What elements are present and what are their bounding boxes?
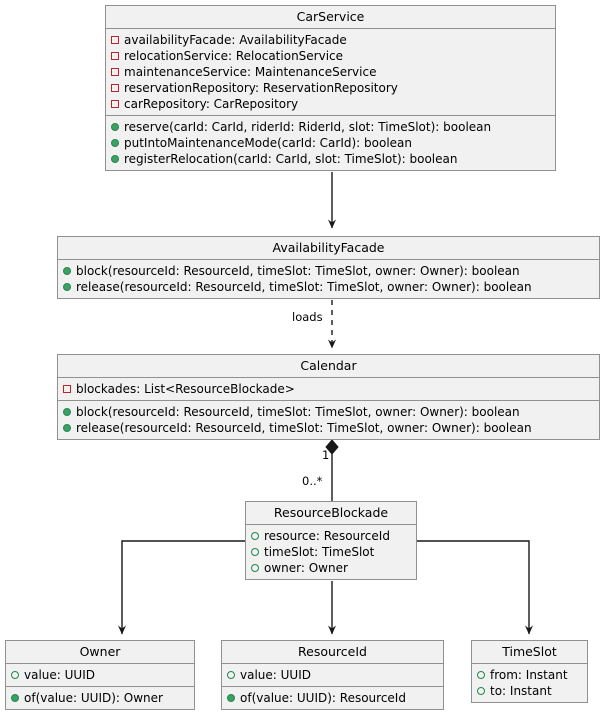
class-fields-carservice: availabilityFacade: AvailabilityFacade r… bbox=[106, 28, 555, 115]
class-methods-owner: of(value: UUID): Owner bbox=[6, 686, 194, 709]
edge-resourceblockade-timeslot bbox=[417, 540, 533, 635]
field-row: reservationRepository: ReservationReposi… bbox=[111, 80, 551, 96]
method-text: release(resourceId: ResourceId, timeSlot… bbox=[76, 421, 532, 435]
class-title-availabilityfacade: AvailabilityFacade bbox=[272, 240, 385, 255]
method-row: block(resourceId: ResourceId, timeSlot: … bbox=[63, 263, 595, 279]
public-marker-icon bbox=[227, 694, 235, 702]
private-marker-icon bbox=[111, 68, 119, 76]
class-fields-resourceblockade: resource: ResourceId timeSlot: TimeSlot … bbox=[246, 524, 416, 579]
public-marker-icon bbox=[111, 155, 119, 163]
class-box-resourceblockade[interactable]: ResourceBlockade resource: ResourceId ti… bbox=[245, 501, 417, 580]
field-text: timeSlot: TimeSlot bbox=[264, 545, 375, 559]
field-text: value: UUID bbox=[24, 668, 95, 682]
field-row: from: Instant bbox=[477, 667, 583, 683]
field-row: resource: ResourceId bbox=[251, 528, 412, 544]
field-text: relocationService: RelocationService bbox=[124, 49, 344, 63]
private-marker-icon bbox=[111, 36, 119, 44]
edge-resourceblockade-owner bbox=[118, 540, 245, 635]
method-row: release(resourceId: ResourceId, timeSlot… bbox=[63, 279, 595, 295]
class-methods-calendar: block(resourceId: ResourceId, timeSlot: … bbox=[58, 400, 599, 439]
public-marker-icon bbox=[63, 408, 71, 416]
method-row: putIntoMaintenanceMode(carId: CarId): bo… bbox=[111, 135, 551, 151]
field-row: maintenanceService: MaintenanceService bbox=[111, 64, 551, 80]
field-text: from: Instant bbox=[490, 668, 568, 682]
public-marker-icon bbox=[111, 139, 119, 147]
public-marker-icon bbox=[63, 267, 71, 275]
class-box-availabilityfacade[interactable]: AvailabilityFacade block(resourceId: Res… bbox=[57, 236, 600, 299]
class-fields-resourceid: value: UUID bbox=[222, 663, 443, 686]
field-row: blockades: List<ResourceBlockade> bbox=[63, 381, 595, 397]
class-fields-owner: value: UUID bbox=[6, 663, 194, 686]
method-text: release(resourceId: ResourceId, timeSlot… bbox=[76, 280, 532, 294]
class-title-owner: Owner bbox=[79, 644, 121, 659]
method-row: of(value: UUID): ResourceId bbox=[227, 690, 439, 706]
class-title-resourceid: ResourceId bbox=[298, 644, 367, 659]
class-box-carservice[interactable]: CarService availabilityFacade: Availabil… bbox=[105, 5, 556, 171]
field-row: availabilityFacade: AvailabilityFacade bbox=[111, 32, 551, 48]
method-text: block(resourceId: ResourceId, timeSlot: … bbox=[76, 264, 520, 278]
class-title-resourceblockade: ResourceBlockade bbox=[273, 505, 389, 520]
field-text: value: UUID bbox=[240, 668, 311, 682]
field-row: relocationService: RelocationService bbox=[111, 48, 551, 64]
method-row: reserve(carId: CarId, riderId: RiderId, … bbox=[111, 119, 551, 135]
public-marker-icon bbox=[63, 424, 71, 432]
public-marker-icon bbox=[111, 123, 119, 131]
method-row: block(resourceId: ResourceId, timeSlot: … bbox=[63, 404, 595, 420]
method-text: registerRelocation(carId: CarId, slot: T… bbox=[124, 152, 458, 166]
class-methods-availabilityfacade: block(resourceId: ResourceId, timeSlot: … bbox=[58, 259, 599, 298]
package-marker-icon bbox=[477, 687, 485, 695]
field-row: value: UUID bbox=[227, 667, 439, 683]
field-text: reservationRepository: ReservationReposi… bbox=[124, 81, 398, 95]
field-row: to: Instant bbox=[477, 683, 583, 699]
method-text: of(value: UUID): ResourceId bbox=[240, 691, 406, 705]
field-row: owner: Owner bbox=[251, 560, 412, 576]
edge-label-source-multiplicity: 1 bbox=[322, 448, 330, 462]
method-text: reserve(carId: CarId, riderId: RiderId, … bbox=[124, 120, 492, 134]
private-marker-icon bbox=[111, 84, 119, 92]
field-text: maintenanceService: MaintenanceService bbox=[124, 65, 377, 79]
field-text: owner: Owner bbox=[264, 561, 348, 575]
field-row: value: UUID bbox=[11, 667, 190, 683]
class-methods-resourceid: of(value: UUID): ResourceId bbox=[222, 686, 443, 709]
class-title-carservice: CarService bbox=[296, 9, 365, 24]
method-row: release(resourceId: ResourceId, timeSlot… bbox=[63, 420, 595, 436]
private-marker-icon bbox=[111, 100, 119, 108]
edge-label-target-multiplicity: 0..* bbox=[302, 474, 323, 488]
private-marker-icon bbox=[63, 385, 71, 393]
class-box-resourceid[interactable]: ResourceId value: UUID of(value: UUID): … bbox=[221, 640, 444, 710]
field-row: timeSlot: TimeSlot bbox=[251, 544, 412, 560]
package-marker-icon bbox=[251, 548, 259, 556]
field-text: carRepository: CarRepository bbox=[124, 97, 299, 111]
package-marker-icon bbox=[227, 671, 235, 679]
class-methods-carservice: reserve(carId: CarId, riderId: RiderId, … bbox=[106, 115, 555, 170]
class-box-owner[interactable]: Owner value: UUID of(value: UUID): Owner bbox=[5, 640, 195, 710]
method-row: registerRelocation(carId: CarId, slot: T… bbox=[111, 151, 551, 167]
field-text: resource: ResourceId bbox=[264, 529, 390, 543]
package-marker-icon bbox=[251, 564, 259, 572]
method-text: block(resourceId: ResourceId, timeSlot: … bbox=[76, 405, 520, 419]
field-text: to: Instant bbox=[490, 684, 552, 698]
method-row: of(value: UUID): Owner bbox=[11, 690, 190, 706]
class-box-calendar[interactable]: Calendar blockades: List<ResourceBlockad… bbox=[57, 354, 600, 440]
package-marker-icon bbox=[477, 671, 485, 679]
method-text: of(value: UUID): Owner bbox=[24, 691, 163, 705]
field-text: availabilityFacade: AvailabilityFacade bbox=[124, 33, 347, 47]
private-marker-icon bbox=[111, 52, 119, 60]
package-marker-icon bbox=[251, 532, 259, 540]
class-fields-timeslot: from: Instant to: Instant bbox=[472, 663, 587, 702]
package-marker-icon bbox=[11, 671, 19, 679]
edge-label-loads: loads bbox=[292, 310, 323, 324]
field-row: carRepository: CarRepository bbox=[111, 96, 551, 112]
class-box-timeslot[interactable]: TimeSlot from: Instant to: Instant bbox=[471, 640, 588, 703]
method-text: putIntoMaintenanceMode(carId: CarId): bo… bbox=[124, 136, 413, 150]
class-fields-calendar: blockades: List<ResourceBlockade> bbox=[58, 377, 599, 400]
class-title-calendar: Calendar bbox=[300, 358, 357, 373]
public-marker-icon bbox=[11, 694, 19, 702]
field-text: blockades: List<ResourceBlockade> bbox=[76, 382, 295, 396]
class-title-timeslot: TimeSlot bbox=[502, 644, 557, 659]
public-marker-icon bbox=[63, 283, 71, 291]
